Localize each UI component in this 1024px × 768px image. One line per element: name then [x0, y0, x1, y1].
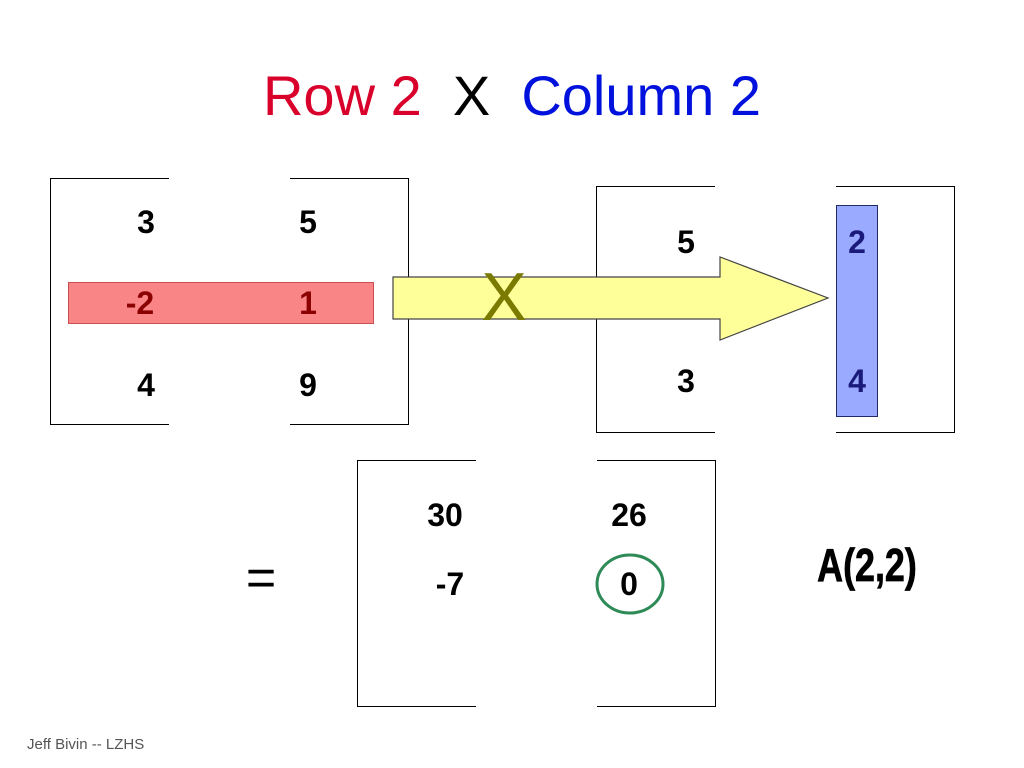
times-operator: X	[481, 259, 527, 335]
title-times-text: X	[452, 64, 491, 127]
matrix-a-cell: 3	[137, 204, 155, 240]
matrix-a-cell: 1	[299, 285, 317, 321]
matrix-a-cell: 9	[299, 367, 317, 403]
title-column-text: Column 2	[521, 64, 761, 127]
footer-credit: Jeff Bivin -- LZHS	[27, 736, 145, 753]
matrix-b-cell: 3	[677, 363, 695, 399]
result-position-label: A(2,2)	[817, 539, 917, 592]
result-cell: 30	[427, 497, 463, 533]
result-matrix-left-bracket	[357, 460, 476, 707]
column-2-highlight	[836, 205, 878, 417]
title-row-text: Row 2	[262, 64, 422, 127]
row-2-highlight	[68, 282, 374, 324]
result-cell: -7	[435, 566, 465, 602]
matrix-a-cell: -2	[125, 285, 155, 321]
matrix-a-cell: 5	[299, 204, 317, 240]
matrix-b-right-bracket	[836, 186, 955, 433]
arrow-shape	[392, 256, 830, 341]
matrix-b-cell: 5	[677, 224, 695, 260]
result-circle	[595, 553, 665, 615]
matrix-a-cell: 4	[137, 367, 155, 403]
result-cell: 26	[611, 497, 647, 533]
equals-operator: =	[245, 549, 277, 607]
matrix-b-cell: 4	[848, 363, 866, 399]
matrix-b-cell: 2	[848, 224, 866, 260]
slide-title: Row 2 X Column 2	[0, 60, 1024, 132]
result-cell: 0	[620, 566, 638, 602]
matrix-a-left-bracket	[50, 178, 169, 425]
result-matrix-right-bracket	[597, 460, 716, 707]
